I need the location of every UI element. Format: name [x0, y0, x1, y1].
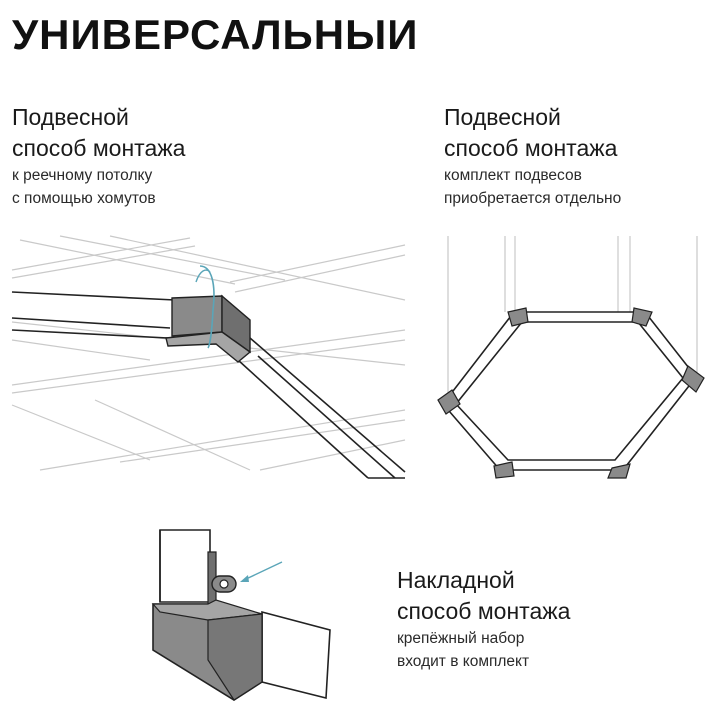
section-heading: способ монтажа	[397, 598, 571, 624]
section-description: с помощью хомутов	[12, 190, 156, 207]
arrow-icon	[240, 561, 283, 582]
ceiling-grid	[11, 235, 406, 471]
section-surface-mount: Накладной способ монтажа крепёжный набор…	[397, 565, 570, 673]
surface-mount-illustration	[151, 529, 331, 701]
hexagon-frame	[441, 311, 698, 471]
hexagon-connectors	[437, 307, 705, 479]
section-ceiling-suspended: Подвесной способ монтажа к реечному пото…	[12, 102, 185, 210]
section-heading: способ монтажа	[444, 135, 618, 161]
corner-connector	[165, 294, 252, 363]
section-cable-suspended: Подвесной способ монтажа комплект подвес…	[444, 102, 621, 210]
section-heading: Накладной	[397, 567, 515, 593]
section-heading: Подвесной	[12, 104, 129, 130]
hexagon-suspension-illustration	[437, 236, 705, 479]
section-heading: способ монтажа	[12, 135, 186, 161]
mounting-bracket-icon	[211, 575, 237, 593]
section-description: приобретается отдельно	[444, 190, 622, 207]
section-heading: Подвесной	[444, 104, 561, 130]
section-description: комплект подвесов	[444, 167, 582, 184]
suspension-cables	[447, 236, 698, 402]
page-title: УНИВЕРСАЛЬНЫИ	[12, 11, 419, 58]
section-description: к реечному потолку	[12, 167, 153, 184]
section-description: крепёжный набор	[397, 630, 525, 647]
ceiling-mount-illustration	[11, 235, 406, 479]
section-description: входит в комплект	[397, 653, 530, 670]
profile-diagonal	[237, 337, 406, 479]
profile-left	[11, 291, 176, 339]
corner-connector	[151, 551, 263, 701]
